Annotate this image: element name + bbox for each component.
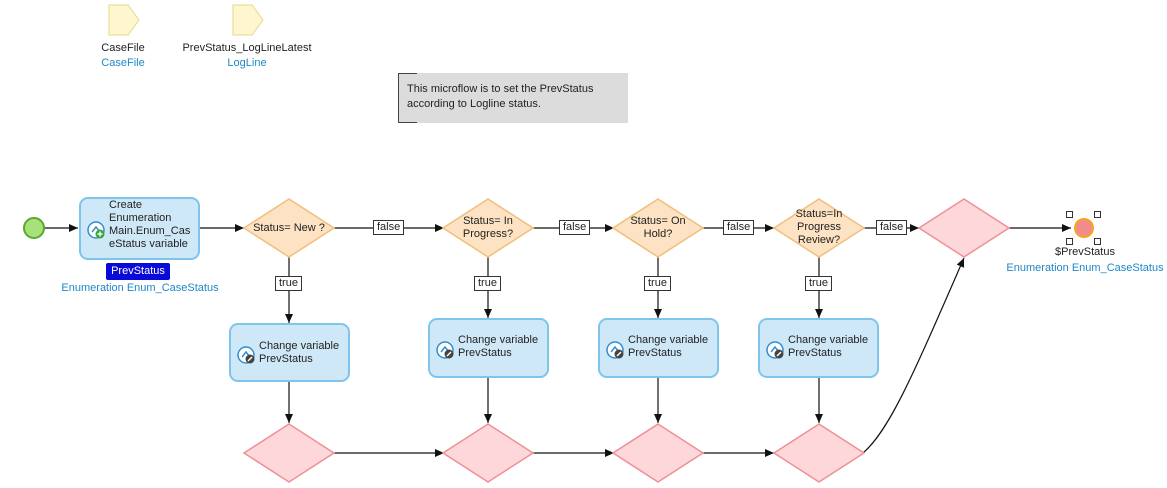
parameter-name: PrevStatus_LogLineLatest [182,42,312,54]
start-event[interactable] [23,217,45,239]
change-variable-activity[interactable]: Change variable PrevStatus [229,323,350,382]
parameter-type: CaseFile [101,57,145,69]
annotation-line: according to Logline status. [407,98,541,110]
decision-new-label: Status= New ? [253,222,325,234]
false-label[interactable]: false [373,220,405,235]
activity-text: PrevStatus [788,347,842,359]
selection-handle[interactable] [1094,211,1101,218]
decision-in-progress-review[interactable] [772,198,866,258]
parameter-prevstatus-loglinelatest[interactable]: PrevStatus_LogLineLatest LogLine [179,42,315,69]
activity-text: Change variable [259,340,340,352]
true-label[interactable]: true [805,276,832,291]
decision-in-progress-review-label: Status=In Progress Review? [795,208,843,246]
selection-handle[interactable] [1066,238,1073,245]
true-label[interactable]: true [275,276,302,291]
selection-handle[interactable] [1094,238,1101,245]
activity-text: PrevStatus [259,353,313,365]
annotation-note[interactable]: This microflow is to set the PrevStatus … [398,73,628,123]
selection-handle[interactable] [1066,211,1073,218]
annotation-line: This microflow is to set the PrevStatus [407,83,594,95]
activity-text: Change variable [458,334,539,346]
true-label[interactable]: true [474,276,501,291]
merge-3[interactable] [611,423,705,483]
merge-4[interactable] [772,423,866,483]
create-variable-activity[interactable]: Create Enumeration Main.Enum_Cas eStatus… [79,197,200,260]
merge-2[interactable] [441,423,535,483]
activity-text: PrevStatus [628,347,682,359]
activity-text: PrevStatus [458,347,512,359]
parameter-type: LogLine [227,57,267,69]
parameter-name: CaseFile [101,42,145,54]
merge-1[interactable] [242,423,336,483]
activity-text: Change variable [628,334,709,346]
create-variable-icon [87,221,105,239]
activity-text: Enumeration [109,212,172,224]
change-variable-activity[interactable]: Change variable PrevStatus [758,318,879,378]
change-variable-icon [237,346,255,364]
activity-text: Create [109,199,143,211]
false-label[interactable]: false [559,220,591,235]
change-variable-activity[interactable]: Change variable PrevStatus [598,318,719,378]
parameter-casefile[interactable]: CaseFile CaseFile [63,42,183,69]
activity-text: eStatus variable [109,238,188,250]
false-label[interactable]: false [876,220,908,235]
output-variable-type: Enumeration Enum_CaseStatus [61,282,219,294]
end-event-return-type: Enumeration Enum_CaseStatus [1006,262,1164,274]
parameter-icon [108,4,140,36]
decision-in-progress[interactable] [441,198,535,258]
change-variable-activity[interactable]: Change variable PrevStatus [428,318,549,378]
parameter-icon [232,4,264,36]
end-event-return-value: $PrevStatus [1055,246,1115,258]
decision-in-progress-label: Status= In Progress? [462,215,514,240]
output-variable-badge[interactable]: PrevStatus [106,263,170,280]
flow-line [862,257,965,454]
change-variable-icon [766,341,784,359]
activity-text: Main.Enum_Cas [109,225,191,237]
end-event[interactable] [1074,218,1094,238]
decision-on-hold[interactable] [611,198,705,258]
activity-text: Change variable [788,334,869,346]
false-label[interactable]: false [723,220,755,235]
true-label[interactable]: true [644,276,671,291]
merge-final[interactable] [917,198,1011,258]
change-variable-icon [606,341,624,359]
decision-on-hold-label: Status= On Hold? [630,215,686,240]
change-variable-icon [436,341,454,359]
decision-new[interactable] [242,198,336,258]
